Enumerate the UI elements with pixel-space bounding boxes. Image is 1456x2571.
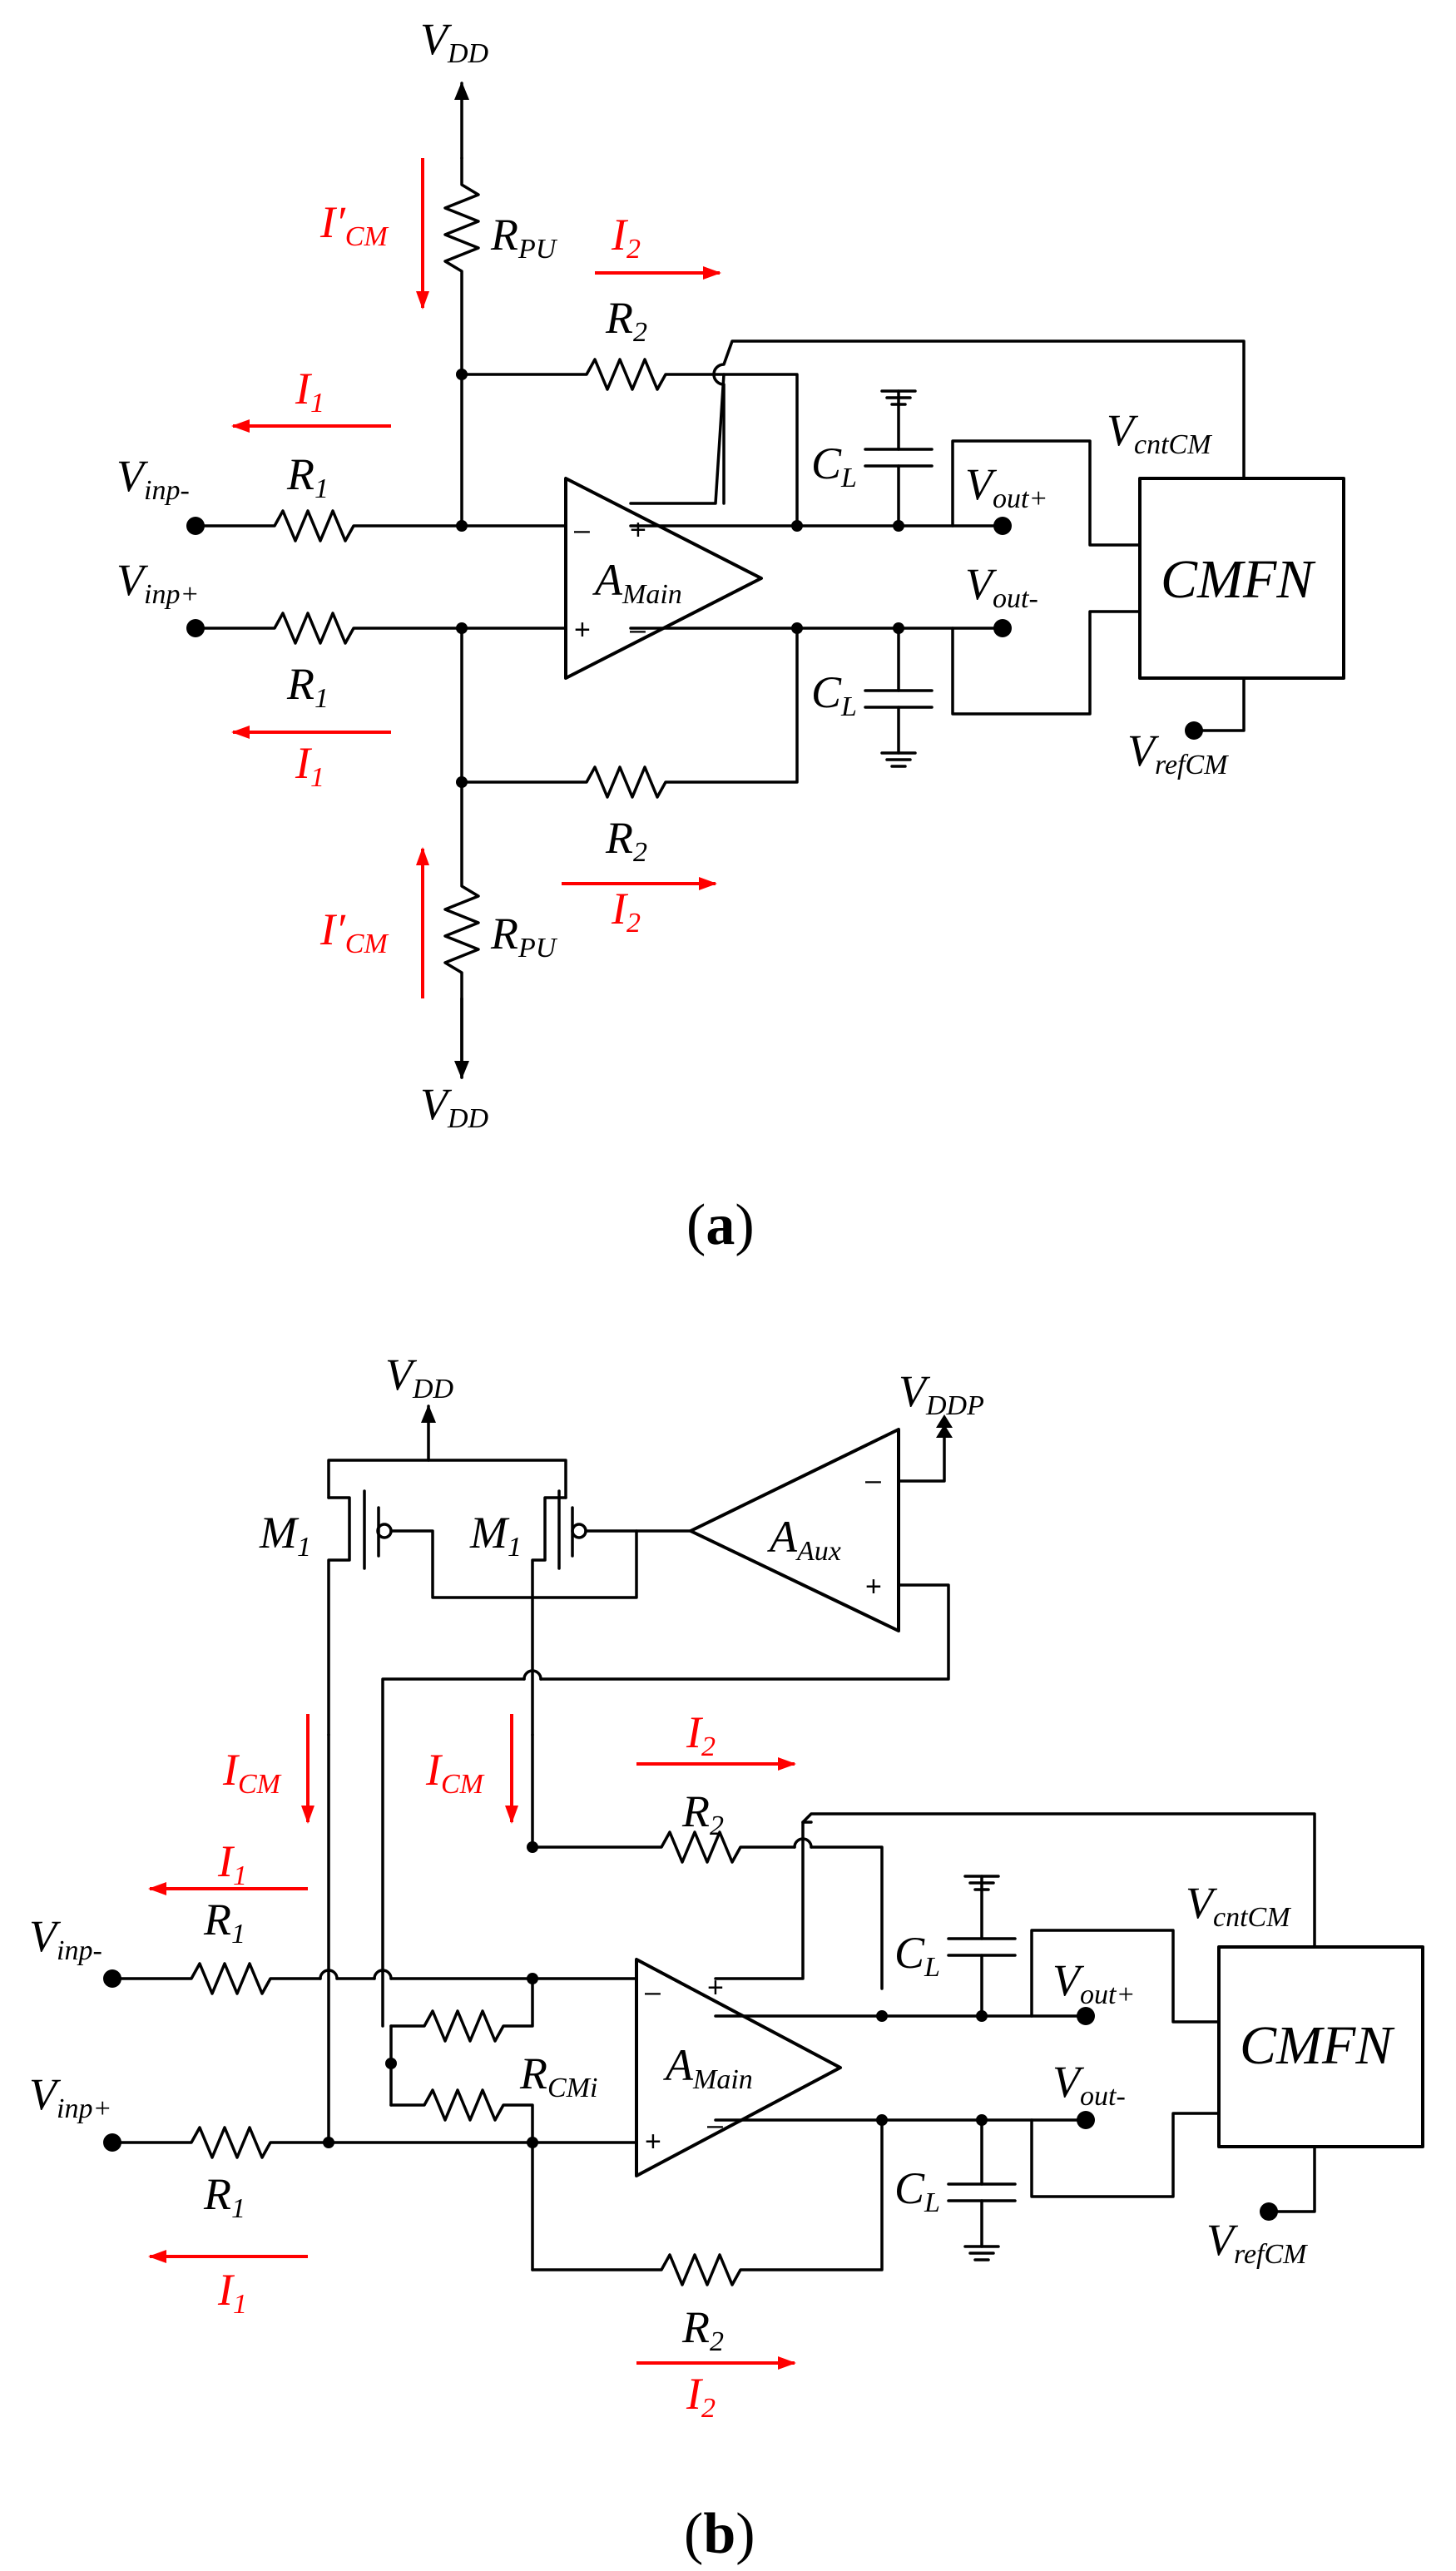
aaux-label: AAux bbox=[767, 1512, 841, 1567]
i2-top-label: I2 bbox=[611, 210, 641, 265]
r1-bottom-resistor bbox=[194, 612, 567, 645]
r1-top-label: R1 bbox=[286, 449, 329, 504]
icm-right-label: ICM bbox=[425, 1745, 485, 1800]
svg-text:+: + bbox=[630, 514, 646, 546]
amain-b-opamp bbox=[635, 1958, 842, 2177]
vrefcm-b-label: VrefCM bbox=[1206, 2215, 1308, 2270]
m1-right-transistor bbox=[531, 1489, 692, 1736]
r1-top-resistor bbox=[194, 509, 567, 542]
r1-b-top-label: R1 bbox=[203, 1895, 245, 1949]
aaux-opamp bbox=[689, 1428, 900, 1632]
r2-bottom-resistor bbox=[460, 627, 799, 799]
r2-top-resistor bbox=[460, 358, 799, 528]
svg-text:+: + bbox=[707, 1972, 724, 2004]
vout-b-plus-terminal bbox=[1077, 2007, 1095, 2025]
rpu-bottom-resistor bbox=[443, 780, 480, 1079]
i1-top-label: I1 bbox=[295, 364, 324, 419]
i1-b-bottom-label: I1 bbox=[217, 2265, 247, 2320]
vinp-b-plus-label: Vinp+ bbox=[29, 2069, 111, 2124]
vout-b-minus-terminal bbox=[1077, 2111, 1095, 2129]
i1-bottom-label: I1 bbox=[295, 738, 324, 793]
vout-minus-label: Vout- bbox=[965, 559, 1038, 614]
r2-b-top-resistor bbox=[531, 1830, 796, 1864]
caption-b: (b) bbox=[684, 2502, 755, 2566]
m1-left-label: M1 bbox=[259, 1508, 311, 1563]
rpu-bottom-label: RPU bbox=[490, 909, 558, 964]
caption-a: (a) bbox=[686, 1193, 755, 1257]
cl-top-label: CL bbox=[811, 438, 857, 493]
vrefcm-terminal bbox=[1185, 721, 1203, 740]
icm-top-label: I′CM bbox=[319, 197, 389, 252]
r2-b-top-label: R2 bbox=[681, 1786, 724, 1841]
cmfn-label-a: CMFN bbox=[1161, 549, 1316, 610]
svg-text:+: + bbox=[574, 614, 591, 646]
vinp-plus-label: Vinp+ bbox=[116, 555, 199, 610]
rcmi-bottom-resistor bbox=[389, 2088, 534, 2144]
cl-b-bottom-label: CL bbox=[894, 2163, 940, 2218]
vdd-b-label: VDD bbox=[385, 1350, 454, 1404]
figure-a: VDD RPU I′CM I2 R2 I1 Vinp- R1 Vinp+ R1 bbox=[116, 14, 1345, 1257]
vrefcm-label: VrefCM bbox=[1127, 726, 1229, 780]
vout-b-plus-label: Vout+ bbox=[1052, 1955, 1135, 2010]
r2-b-bottom-label: R2 bbox=[681, 2302, 724, 2357]
rpu-top-resistor bbox=[443, 156, 480, 376]
amain-label: AMain bbox=[592, 555, 682, 610]
rpu-top-label: RPU bbox=[490, 210, 558, 265]
r2-top-label: R2 bbox=[605, 293, 647, 348]
figure-b: VDD M1 M1 – + AAux VDDP ICM bbox=[29, 1350, 1424, 2566]
vout-plus-terminal bbox=[993, 517, 1012, 535]
vdd-bottom-label: VDD bbox=[420, 1079, 489, 1134]
icm-bottom-label: I′CM bbox=[319, 904, 389, 959]
vout-minus-terminal bbox=[993, 619, 1012, 637]
cmfn-box-a bbox=[1138, 477, 1345, 680]
r2-b-bottom-resistor bbox=[531, 2118, 884, 2286]
m1-right-label: M1 bbox=[469, 1508, 522, 1563]
i2-bottom-label: I2 bbox=[611, 884, 641, 939]
svg-text:–: – bbox=[574, 514, 590, 546]
amain-b-label: AMain bbox=[663, 2040, 753, 2095]
cmfn-label-b: CMFN bbox=[1240, 2015, 1395, 2076]
vout-plus-label: Vout+ bbox=[965, 459, 1047, 514]
vddp-label: VDDP bbox=[899, 1366, 984, 1421]
i2-b-top-label: I2 bbox=[686, 1707, 716, 1762]
i2-b-bottom-label: I2 bbox=[686, 2369, 716, 2424]
r1-b-top-resistor bbox=[111, 1962, 322, 1995]
r2-bottom-label: R2 bbox=[605, 813, 647, 868]
vddp-arrow bbox=[936, 1414, 953, 1438]
svg-text:+: + bbox=[865, 1571, 882, 1603]
vcntcm-b-label: VcntCM bbox=[1186, 1878, 1291, 1933]
vdd-top-label: VDD bbox=[420, 14, 489, 69]
r1-bottom-label: R1 bbox=[286, 659, 329, 714]
svg-text:–: – bbox=[865, 1464, 881, 1496]
vout-b-minus-label: Vout- bbox=[1052, 2057, 1126, 2112]
r1-b-bottom-label: R1 bbox=[203, 2169, 245, 2224]
vcntcm-label: VcntCM bbox=[1107, 405, 1212, 460]
svg-text:–: – bbox=[645, 1976, 661, 2008]
svg-text:–: – bbox=[707, 2109, 723, 2141]
vinp-b-minus-label: Vinp- bbox=[29, 1911, 102, 1966]
i1-b-top-label: I1 bbox=[217, 1836, 247, 1891]
cmfn-box-b bbox=[1217, 1945, 1424, 2148]
rcmi-top-resistor bbox=[389, 1977, 534, 2043]
vinp-minus-label: Vinp- bbox=[116, 451, 190, 506]
vrefcm-b-terminal bbox=[1260, 2202, 1278, 2221]
svg-text:–: – bbox=[630, 614, 646, 646]
icm-left-label: ICM bbox=[222, 1745, 282, 1800]
rcmi-label: RCMi bbox=[519, 2048, 597, 2103]
cl-bottom-label: CL bbox=[811, 667, 857, 722]
r1-b-bottom-resistor bbox=[111, 2126, 638, 2159]
cl-b-top-label: CL bbox=[894, 1928, 940, 1983]
svg-text:+: + bbox=[645, 2126, 661, 2157]
m1-left-transistor bbox=[327, 1489, 638, 1736]
